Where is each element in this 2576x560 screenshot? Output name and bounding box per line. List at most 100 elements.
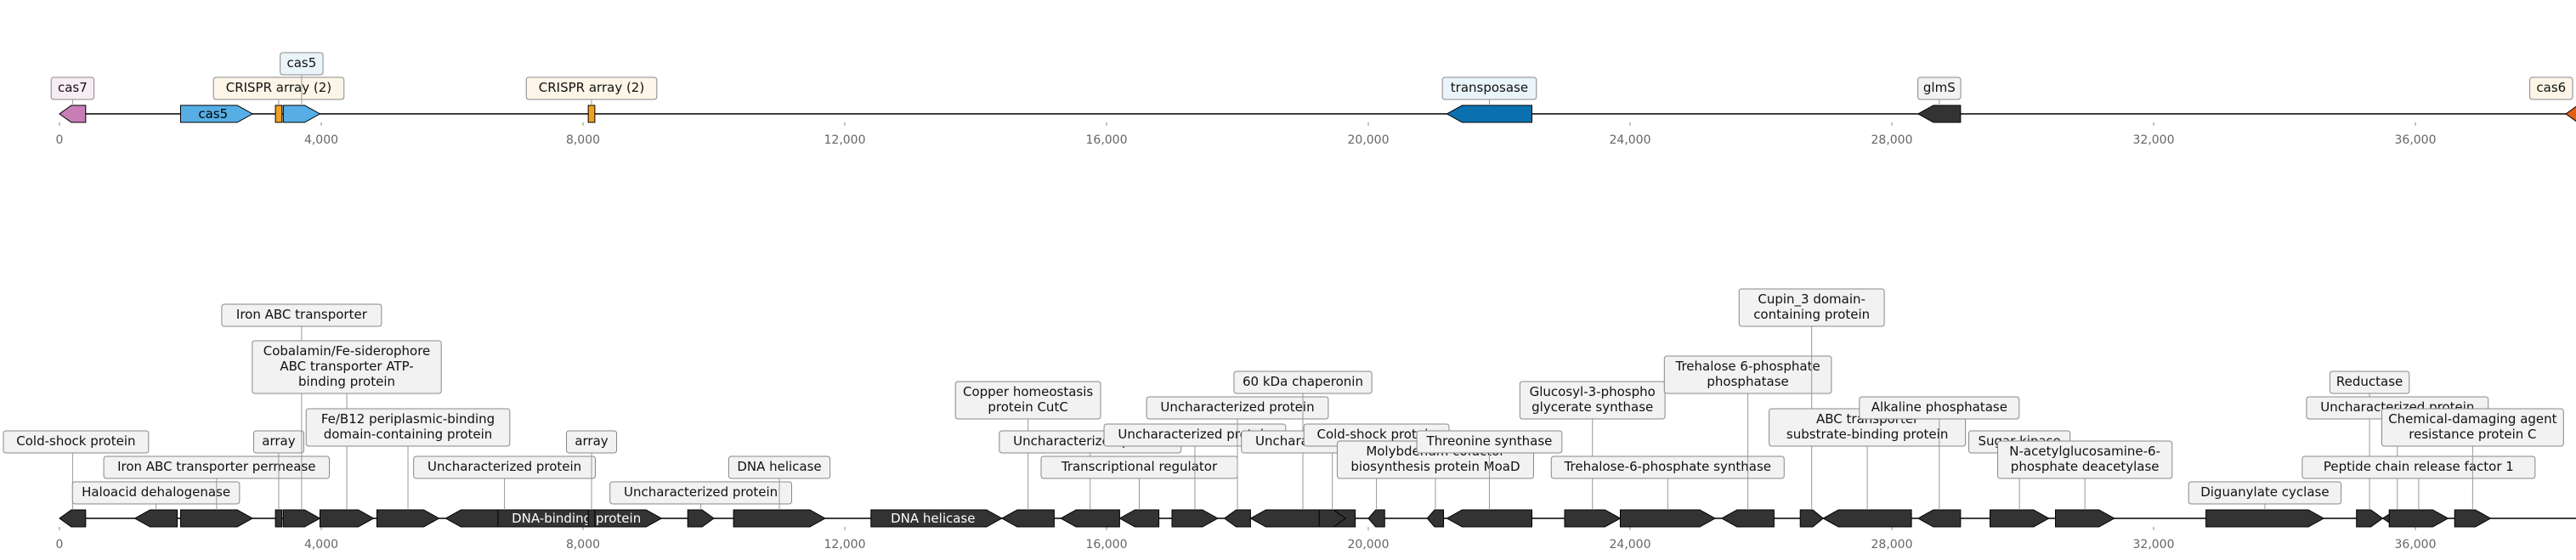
gene-feature — [282, 105, 321, 123]
gene-feature — [282, 509, 321, 528]
gene-feature — [1446, 105, 1532, 123]
gene-feature — [133, 509, 178, 528]
gene-feature — [1916, 509, 1962, 528]
feature-label: DNA helicase — [737, 459, 821, 474]
tick-label: 28,000 — [1871, 538, 1913, 552]
feature-label-box — [1416, 430, 1563, 454]
feature-label-box — [2329, 371, 2410, 394]
feature-label-box — [1738, 288, 1885, 327]
tick-label: 24,000 — [1610, 538, 1651, 552]
feature-label: Cold-shock protein — [16, 433, 135, 449]
gene-feature — [1223, 509, 1251, 528]
gene-feature — [1990, 509, 2050, 528]
feature-label-box — [566, 430, 618, 454]
gene-feature — [275, 105, 283, 123]
feature-label: Alkaline phosphatase — [1871, 399, 2007, 415]
feature-label: Uncharacterized protein — [624, 484, 778, 500]
feature-label-box — [1146, 396, 1329, 420]
feature-label: Threonine synthase — [1425, 433, 1552, 449]
gene-feature — [1118, 509, 1160, 528]
tick-label: 8,000 — [566, 133, 600, 147]
feature-label: Cupin_3 domain-containing protein — [1753, 291, 1870, 322]
tick-label: 12,000 — [824, 133, 866, 147]
feature-label-box — [1550, 455, 1785, 479]
feature-label: Reductase — [2336, 374, 2403, 389]
feature-label: CRISPR array (2) — [539, 80, 644, 95]
tick-label: 4,000 — [304, 538, 338, 552]
gene-feature — [1822, 509, 1912, 528]
gene-feature — [687, 509, 715, 528]
feature-label: 60 kDa chaperonin — [1243, 374, 1363, 389]
gene-feature — [2454, 509, 2492, 528]
tick-label: 32,000 — [2133, 538, 2175, 552]
gene-feature — [275, 509, 283, 528]
tick-label: 12,000 — [824, 538, 866, 552]
feature-label-box — [954, 381, 1101, 420]
gene-feature — [59, 105, 87, 123]
tick-label: 24,000 — [1610, 133, 1651, 147]
tick-label: 20,000 — [1348, 538, 1390, 552]
feature-label: CRISPR array (2) — [226, 80, 331, 95]
feature-label: Uncharacterized protein — [1160, 399, 1314, 415]
feature-label: Uncharacterized protein — [1118, 427, 1271, 442]
gene-feature — [2565, 105, 2576, 122]
feature-label-box — [1519, 381, 1666, 420]
bottom-track: 0 4,000 8,000 12,000 16,000 20,000 24,000 28,00… — [3, 288, 2576, 552]
tick-label: 36,000 — [2395, 538, 2437, 552]
feature-label-box — [1233, 371, 1373, 394]
gene-feature — [587, 105, 596, 123]
gene-feature — [1619, 509, 1717, 528]
tick-label: 0 — [56, 538, 64, 552]
gene-feature — [319, 509, 375, 528]
feature-label: Peptide chain release factor 1 — [2324, 459, 2514, 474]
feature-label: Uncharacterized protein — [427, 459, 581, 474]
feature-label: transposase — [1451, 80, 1528, 95]
feature-label-box — [1917, 76, 1962, 100]
gene-feature — [1426, 509, 1445, 528]
feature-label: cas5 — [286, 55, 316, 71]
feature-label: glmS — [1923, 80, 1956, 95]
tick-label: 8,000 — [566, 538, 600, 552]
feature-label: cas7 — [58, 80, 88, 95]
gene-feature — [497, 509, 663, 528]
feature-label: Iron ABC transporter — [236, 307, 368, 322]
feature-label-box — [252, 430, 304, 454]
gene-feature — [179, 509, 254, 528]
tick-label: 20,000 — [1348, 133, 1390, 147]
gene-feature — [2055, 509, 2115, 528]
feature-label: array — [575, 433, 608, 449]
tick-label: 32,000 — [2133, 133, 2175, 147]
feature-label: Haloacid dehalogenase — [82, 484, 230, 500]
tick-label: 0 — [56, 133, 64, 147]
tick-label: 36,000 — [2395, 133, 2437, 147]
tick-label: 16,000 — [1086, 538, 1128, 552]
gene-feature — [376, 509, 440, 528]
feature-label-box — [3, 430, 150, 454]
feature-label-box — [1997, 440, 2173, 479]
feature-label: array — [262, 433, 295, 449]
feature-label-box — [2529, 76, 2573, 100]
feature-label-box — [212, 76, 345, 100]
feature-label-box — [71, 481, 241, 505]
gene-inline-label: DNA-binding protein — [512, 511, 641, 526]
feature-label-box — [413, 455, 597, 479]
gene-feature — [1060, 509, 1120, 528]
feature-label-box — [1663, 355, 1832, 394]
gene-feature — [1720, 509, 1775, 528]
feature-label-box — [2381, 408, 2564, 447]
gene-feature — [1564, 509, 1622, 528]
feature-label: Cold-shock protein — [1316, 427, 1435, 442]
feature-label-box — [50, 76, 95, 100]
gene-feature — [2388, 509, 2449, 528]
feature-label-box — [525, 76, 658, 100]
gene-feature — [2356, 509, 2384, 528]
feature-label-box — [1859, 396, 2020, 420]
